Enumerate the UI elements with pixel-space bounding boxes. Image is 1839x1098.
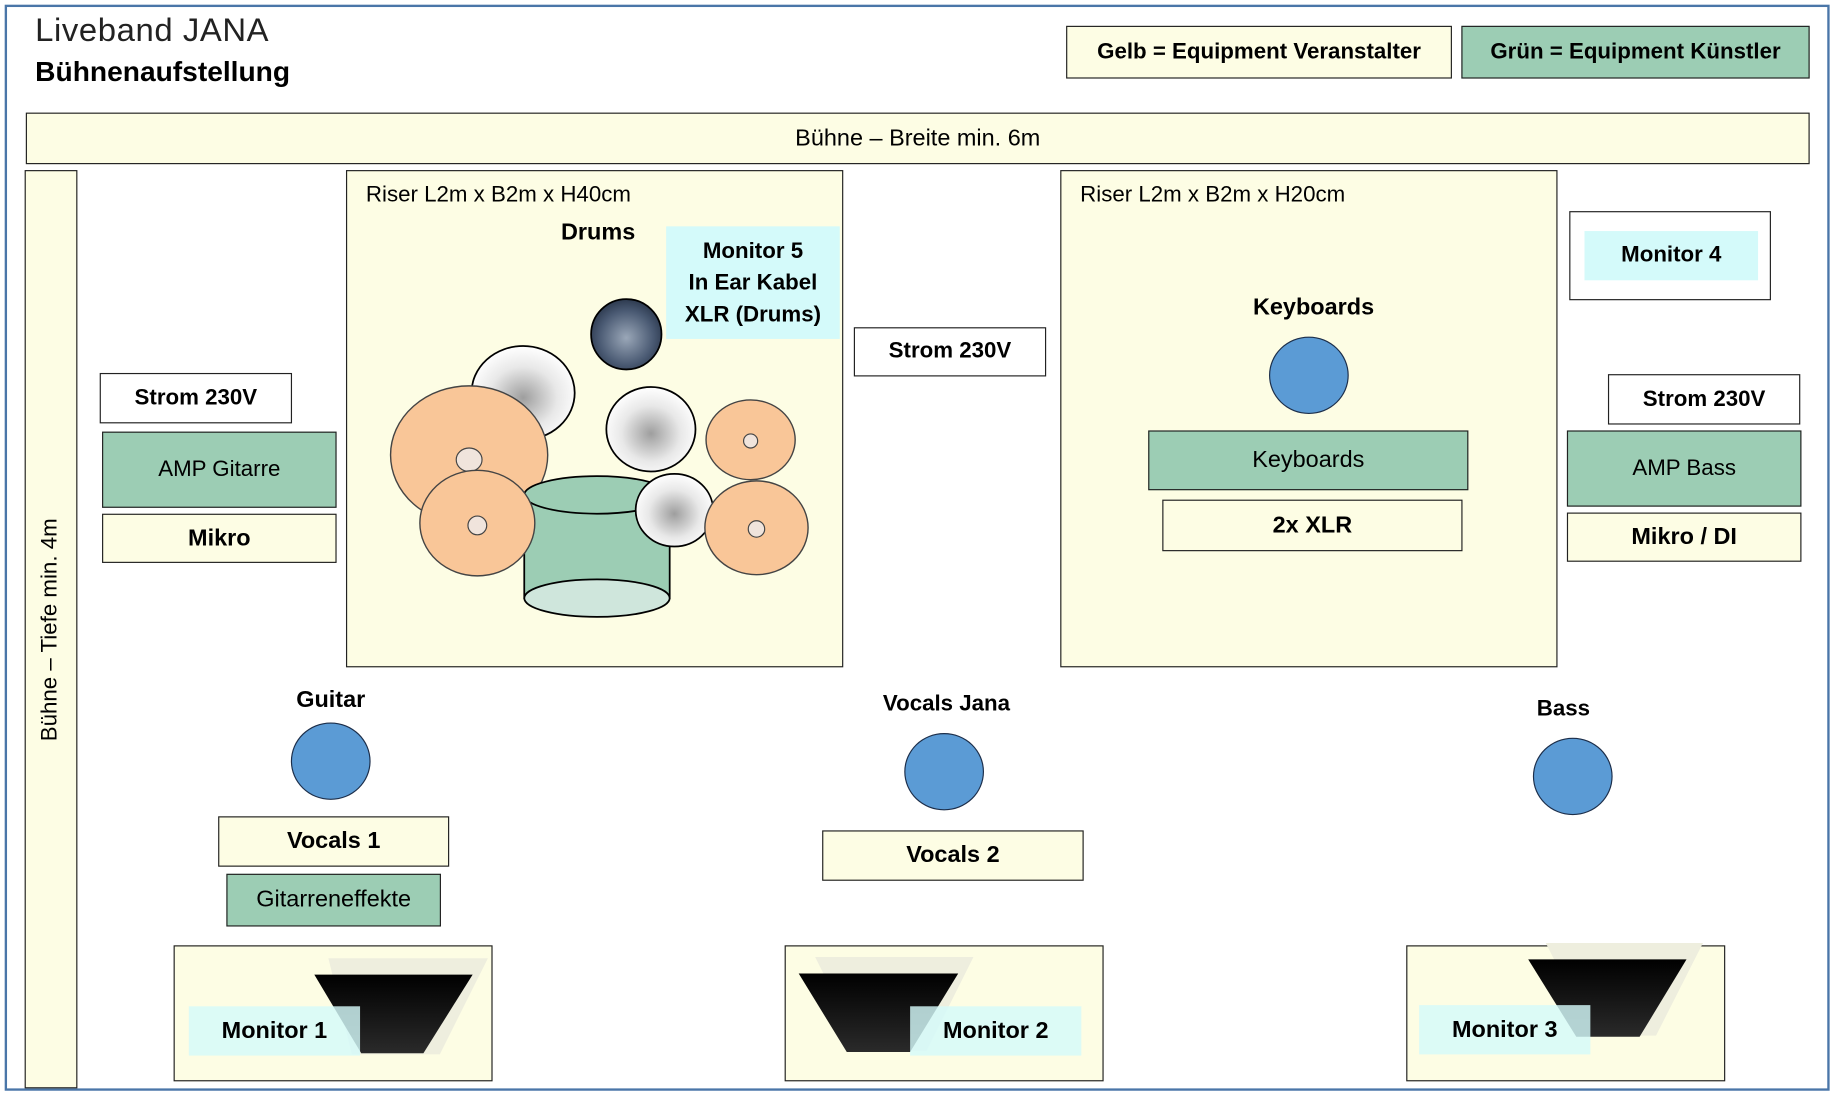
mic-left: Mikro xyxy=(102,513,337,563)
legend-green: Grün = Equipment Künstler xyxy=(1461,25,1810,79)
keys-person-label: Keyboards xyxy=(1252,294,1375,321)
monitor-4-box: Monitor 4 xyxy=(1569,211,1771,301)
vocals-jana-label: Vocals Jana xyxy=(882,691,1011,717)
keys-xlr: 2x XLR xyxy=(1162,499,1463,552)
mic-di-right: Mikro / DI xyxy=(1566,512,1802,562)
page-title: Liveband JANA xyxy=(35,11,270,49)
page-frame xyxy=(4,4,1830,1091)
monitor-1-label: Monitor 1 xyxy=(188,1006,361,1056)
monitor-5: Monitor 5 In Ear Kabel XLR (Drums) xyxy=(666,226,840,339)
keys-riser-label: Riser L2m x B2m x H20cm xyxy=(1080,182,1346,208)
vocals-1-mic: Vocals 1 xyxy=(218,816,450,867)
singer-position xyxy=(904,733,985,811)
monitor-3-label: Monitor 3 xyxy=(1419,1005,1591,1055)
guitar-label: Guitar xyxy=(296,687,366,714)
monitor-5-line-3: XLR (Drums) xyxy=(684,302,822,327)
legend-yellow: Gelb = Equipment Veranstalter xyxy=(1066,25,1452,79)
stage-width-bar: Bühne – Breite min. 6m xyxy=(25,112,1810,165)
drum-riser-label: Riser L2m x B2m x H40cm xyxy=(365,182,631,208)
power-right: Strom 230V xyxy=(1607,374,1801,425)
power-center: Strom 230V xyxy=(853,327,1047,377)
monitor-5-line-2: In Ear Kabel xyxy=(688,270,818,295)
stage-depth-bar: Bühne – Tiefe min. 4m xyxy=(24,170,78,1089)
monitor-2-label: Monitor 2 xyxy=(910,1006,1082,1056)
page-subtitle: Bühnenaufstellung xyxy=(35,56,291,88)
bass-label: Bass xyxy=(1536,696,1591,722)
guitar-effects: Gitarreneffekte xyxy=(226,873,441,927)
power-left: Strom 230V xyxy=(99,372,293,424)
keyboarder-position xyxy=(1269,336,1349,415)
guitarist-position xyxy=(290,722,371,800)
amp-bass: AMP Bass xyxy=(1566,430,1802,507)
keys-riser xyxy=(1060,170,1558,668)
keyboards-instrument: Keyboards xyxy=(1148,430,1469,491)
vocals-2-mic: Vocals 2 xyxy=(822,830,1084,881)
monitor-4: Monitor 4 xyxy=(1584,231,1759,281)
drums-title: Drums xyxy=(560,219,636,246)
bassist-position xyxy=(1532,737,1613,816)
stage-depth-label: Bühne – Tiefe min. 4m xyxy=(38,517,63,741)
amp-guitar: AMP Gitarre xyxy=(102,431,337,508)
monitor-5-line-1: Monitor 5 xyxy=(702,238,804,264)
